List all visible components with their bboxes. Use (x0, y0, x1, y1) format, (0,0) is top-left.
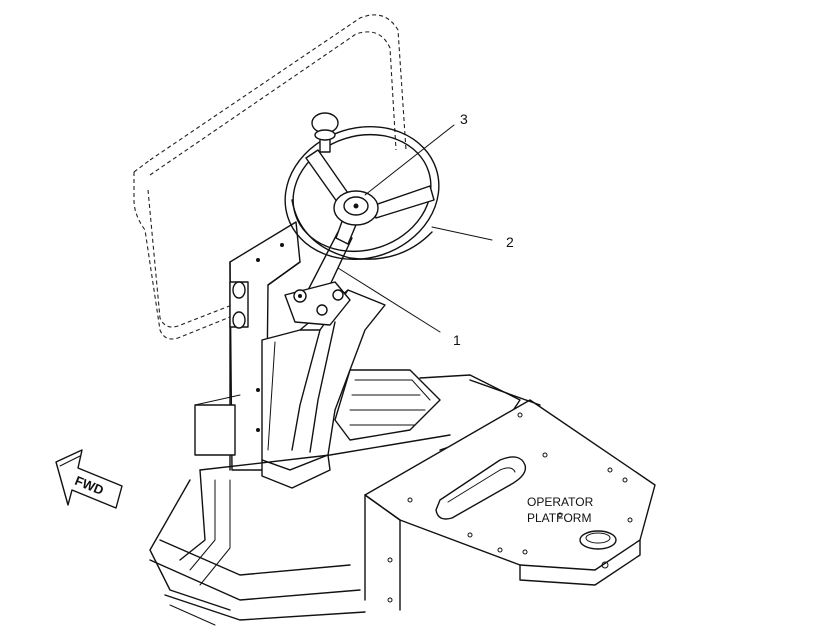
platform-label-line2: PLATFORM (527, 511, 591, 525)
steering-shaft (284, 231, 353, 326)
callout-2: 2 (506, 234, 514, 250)
operator-platform (364, 379, 656, 611)
callout-3: 3 (460, 111, 468, 127)
platform-label-line1: OPERATOR (527, 495, 594, 509)
leader-lines (337, 124, 493, 333)
callout-1: 1 (453, 332, 461, 348)
steering-wheel (284, 112, 440, 261)
floor-pan (149, 369, 521, 626)
forward-arrow-icon: FWD (55, 449, 123, 509)
rops-frame (133, 14, 407, 340)
